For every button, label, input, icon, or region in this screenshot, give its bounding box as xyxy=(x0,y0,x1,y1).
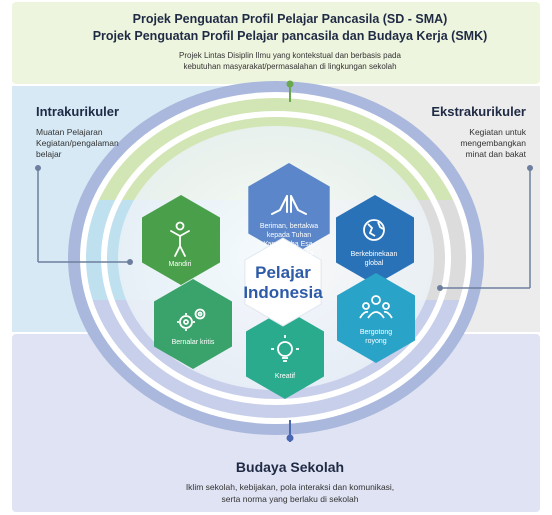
praying-hands-icon xyxy=(271,195,307,215)
top-title-line2: Projek Penguatan Profil Pelajar pancasil… xyxy=(93,29,488,43)
right-desc-line3: minat dan bakat xyxy=(466,149,527,159)
hex-beriman-label-3: Yang Maha Esa, xyxy=(263,241,314,248)
hex-mandiri-label: Mandiri xyxy=(169,261,192,268)
hex-beriman-label-1: Beriman, bertakwa xyxy=(260,223,318,230)
hex-beriman xyxy=(248,163,330,257)
hex-mandiri xyxy=(142,195,220,285)
bottom-desc-line2: serta norma yang berlaku di sekolah xyxy=(221,494,358,504)
inner-ring xyxy=(101,111,451,405)
gears-icon xyxy=(177,308,206,331)
center-label-1: Pelajar xyxy=(255,263,311,282)
left-desc-line3: belajar xyxy=(36,149,62,159)
hex-center xyxy=(244,237,322,327)
hex-global-label-1: Berkebinekaan xyxy=(351,251,398,258)
hex-kreatif xyxy=(246,309,324,399)
bottom-desc-line1: Iklim sekolah, kebijakan, pola interaksi… xyxy=(186,482,394,492)
top-desc-line2: kebutuhan masyarakat/permasalahan di lin… xyxy=(183,62,396,71)
left-desc-line1: Muatan Pelajaran xyxy=(36,127,103,137)
left-desc-line2: Kegiatan/pengalaman xyxy=(36,138,119,148)
right-title: Ekstrakurikuler xyxy=(431,104,526,119)
hex-global-label-2: global xyxy=(365,260,384,267)
top-desc-line1: Projek Lintas Disiplin Ilmu yang konteks… xyxy=(179,51,401,60)
hex-bergotong-royong xyxy=(337,273,415,363)
hex-gotong-label-1: Bergotong xyxy=(360,329,392,336)
people-icon xyxy=(359,295,393,319)
right-desc-line2: mengembangkan xyxy=(460,138,526,148)
left-title: Intrakurikuler xyxy=(36,104,119,119)
hex-kritis-label: Bernalar kritis xyxy=(172,339,215,346)
right-desc-line1: Kegiatan untuk xyxy=(469,127,526,137)
top-panel xyxy=(12,2,540,84)
hex-gotong-label-2: royong xyxy=(365,338,387,345)
person-icon xyxy=(170,221,190,257)
top-title-line1: Projek Penguatan Profil Pelajar Pancasil… xyxy=(133,12,448,26)
globe-icon xyxy=(363,219,385,241)
hex-beriman-label-4: berakhlak mulia xyxy=(264,250,313,257)
center-label-2: Indonesia xyxy=(243,283,323,302)
bottom-title: Budaya Sekolah xyxy=(236,459,344,475)
hex-beriman-label-2: kepada Tuhan xyxy=(267,232,311,239)
hex-bernalar-kritis xyxy=(154,279,232,369)
lightbulb-icon xyxy=(271,335,299,362)
hex-kreatif-label: Kreatif xyxy=(275,373,295,380)
